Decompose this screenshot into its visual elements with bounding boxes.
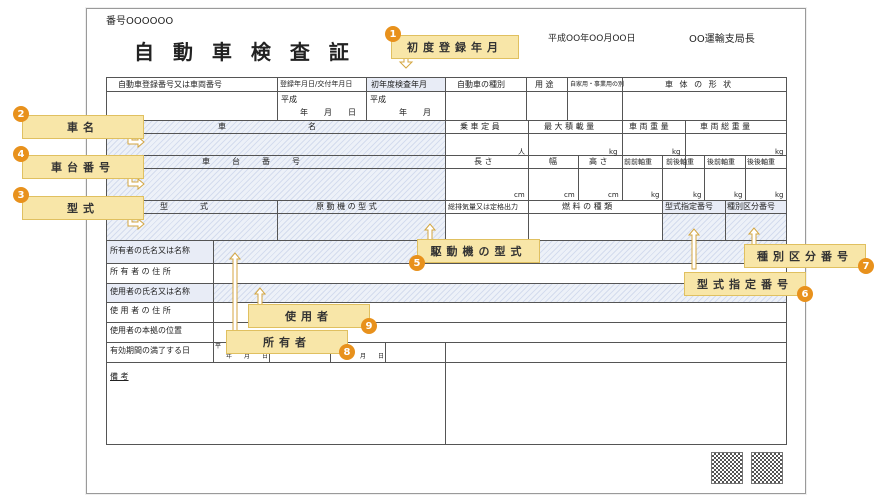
use-label: 用 途 (535, 80, 554, 89)
gross-weight-label: 車 両 総 重 量 (700, 122, 751, 131)
user-name-label: 使用者の氏名又は名称 (110, 287, 190, 296)
callout-first-registration: 初度登録年月 (391, 35, 519, 59)
remarks-label: 備 考 (110, 372, 129, 381)
unit-cm-width: cm (564, 191, 575, 199)
reg-era: 平成 (281, 95, 297, 104)
unit-kg-weight: kg (672, 148, 681, 156)
issuer: OO運輸支局長 (689, 34, 755, 45)
type-class-label-bg (662, 200, 786, 213)
callout-type-designation: 型式指定番号 (684, 272, 806, 296)
unit-cm-height: cm (608, 191, 619, 199)
unit-kg-fr: kg (693, 191, 702, 199)
callout-class-number: 種別区分番号 (744, 244, 866, 268)
unit-person: 人 (518, 148, 525, 156)
engine-model-label: 原 動 機 の 型 式 (316, 202, 377, 211)
callout-engine-model-text: 駆動機の型式 (430, 245, 527, 258)
callout-model: 型式 (22, 196, 144, 220)
user-address-label: 使 用 者 の 住 所 (110, 306, 171, 315)
badge-8: 8 (339, 344, 355, 360)
qr-code-2 (751, 452, 783, 484)
badge-4: 4 (13, 146, 29, 162)
expiry-ymd: 年 月 日 (226, 353, 269, 360)
first-registration-label: 初年度検査年月 (371, 80, 427, 89)
user-name-hatch (213, 283, 786, 302)
unit-kg-ff: kg (651, 191, 660, 199)
callout-user: 使用者 (248, 304, 370, 328)
vehicle-name-hatch (107, 120, 445, 133)
user-name-label-bg (107, 283, 213, 302)
document-title: 自 動 車 検 査 証 (134, 40, 355, 64)
badge-5: 5 (409, 255, 425, 271)
registration-date-label: 登録年月日/交付年月日 (280, 80, 353, 88)
unit-kg-rf: kg (734, 191, 743, 199)
expiry-label: 有効期間の満了する日 (110, 346, 190, 355)
callout-chassis-number-text: 車台番号 (51, 161, 115, 174)
callout-owner-text: 所有者 (263, 336, 311, 349)
badge-6: 6 (797, 286, 813, 302)
chassis-number-label: 車 台 番 号 (202, 157, 302, 166)
capacity-label: 乗 車 定 員 (460, 122, 500, 131)
callout-chassis-number: 車台番号 (22, 155, 144, 179)
displacement-label: 総排気量又は定格出力 (448, 203, 518, 211)
unit-kg-rr: kg (775, 191, 784, 199)
callout-engine-model: 駆動機の型式 (417, 239, 540, 263)
expiry-md: 月 日 (360, 353, 385, 360)
body-shape-label: 車 体 の 形 状 (665, 80, 734, 89)
callout-owner: 所有者 (226, 330, 348, 354)
first-reg-era: 平成 (370, 95, 386, 104)
badge-2: 2 (13, 106, 29, 122)
front-rear-axle-label: 前後軸重 (666, 158, 694, 166)
callout-vehicle-name: 車名 (22, 115, 144, 139)
unit-kg-gross: kg (775, 148, 784, 156)
user-base-label: 使用者の本拠の位置 (110, 326, 182, 335)
vehicle-weight-label: 車 両 重 量 (629, 122, 669, 131)
unit-kg-load: kg (609, 148, 618, 156)
model-value-hatch (107, 213, 445, 240)
owner-address-label: 所 有 者 の 住 所 (110, 267, 171, 276)
model-label: 型 式 (160, 202, 210, 211)
vehicle-name-label: 車 名 (218, 122, 318, 131)
document-number: 番号OOOOOO (106, 16, 174, 27)
first-reg-ym: 年 月 (399, 108, 431, 117)
model-label-hatch (107, 200, 445, 213)
callout-type-designation-text: 型式指定番号 (697, 278, 793, 291)
purpose-label: 自家用・事業用の別 (570, 81, 625, 88)
max-load-label: 最 大 積 載 量 (544, 122, 595, 131)
length-label: 長 さ (474, 157, 493, 166)
badge-7: 7 (858, 258, 874, 274)
fuel-type-label: 燃 料 の 種 類 (562, 202, 613, 211)
badge-1: 1 (385, 26, 401, 42)
owner-name-label: 所有者の氏名又は名称 (110, 246, 190, 255)
qr-code-1 (711, 452, 743, 484)
badge-9: 9 (361, 318, 377, 334)
vehicle-name-value-hatch (107, 133, 445, 155)
callout-model-text: 型式 (67, 202, 99, 215)
width-label: 幅 (549, 157, 557, 166)
owner-name-label-bg (107, 240, 213, 263)
issue-date: 平成OO年OO月OO日 (548, 34, 636, 44)
height-label: 高 さ (589, 157, 608, 166)
callout-first-registration-text: 初度登録年月 (407, 41, 503, 54)
badge-3: 3 (13, 187, 29, 203)
callout-vehicle-name-text: 車名 (67, 121, 99, 134)
class-number-label: 種別区分番号 (727, 202, 775, 211)
front-front-axle-label: 前前軸重 (624, 158, 652, 166)
type-designation-label: 型式指定番号 (665, 202, 713, 211)
rear-rear-axle-label: 後後軸重 (747, 158, 775, 166)
callout-user-text: 使用者 (285, 310, 333, 323)
rear-front-axle-label: 後前軸重 (707, 158, 735, 166)
unit-cm-length: cm (514, 191, 525, 199)
vehicle-kind-label: 自動車の種別 (457, 80, 505, 89)
first-registration-label-bg (366, 78, 445, 91)
chassis-value-hatch (107, 168, 445, 200)
chassis-label-hatch (107, 155, 445, 168)
type-class-value-hatch (662, 213, 786, 240)
registration-number-label: 自動車登録番号又は車両番号 (118, 80, 222, 89)
reg-date-ymd: 年 月 日 (300, 108, 356, 117)
expiry-era: 平 (215, 343, 222, 350)
callout-class-number-text: 種別区分番号 (757, 250, 853, 263)
